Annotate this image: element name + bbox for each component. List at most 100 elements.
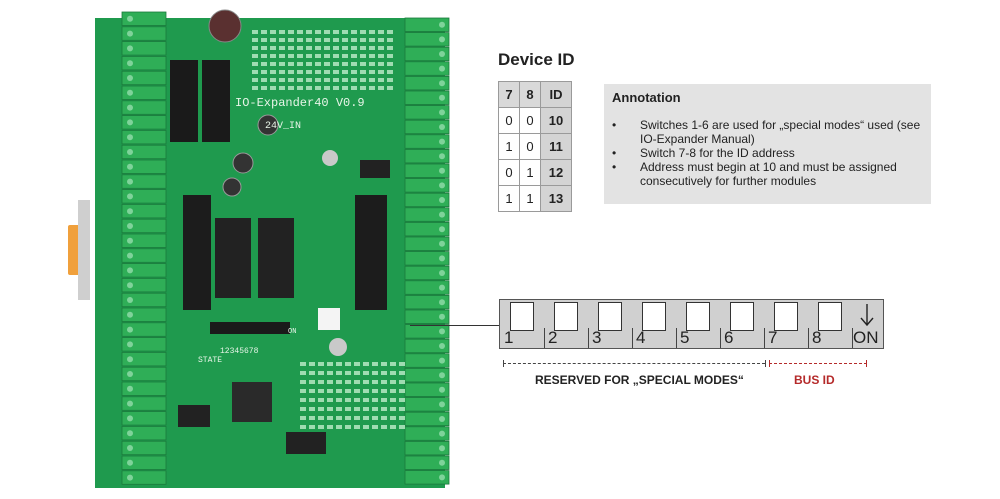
switch-number: 1 [504,328,514,347]
list-item: •Address must begin at 10 and must be as… [604,160,922,188]
terminal-screw [127,149,133,155]
resistor [378,30,384,34]
terminal-screw [439,109,445,116]
resistor [270,30,276,34]
resistor [309,398,315,402]
terminal-right [404,397,450,412]
resistor [288,30,294,34]
terminal-screw [439,138,445,145]
resistor [387,62,393,66]
terminal-screw [127,178,133,185]
terminal-screw [439,445,445,452]
resistor [306,86,312,90]
terminal-screw [127,45,133,52]
dip-switch-4: 4 [632,300,677,348]
resistor [297,70,303,74]
resistor [333,62,339,66]
resistor [288,62,294,66]
switch-number: 6 [724,328,734,347]
terminal-left [121,470,167,485]
terminal-left [121,129,167,145]
onboard-dip-switch [210,322,290,334]
annotation-text: Switches 1-6 are used for „special modes… [640,118,921,146]
resistor [318,362,324,366]
terminal-screw [439,372,445,379]
terminal-right [404,178,450,193]
terminal-screw [127,104,133,111]
terminal-left [121,248,167,263]
terminal-right [404,119,450,135]
terminal-left [121,351,167,367]
resistor [309,371,315,375]
resistor [324,86,330,90]
table-cell: 0 [498,159,520,186]
terminal-right [404,76,450,91]
terminal-left [121,233,167,248]
terminal-screw [127,15,133,22]
resistor [372,425,378,429]
ic-chip-bottom [286,432,326,454]
resistor [399,398,405,402]
resistor [261,30,267,34]
terminal-left [121,322,167,337]
resistor [363,425,369,429]
capacitor-large [208,9,242,43]
terminal-screw [127,208,133,215]
resistor [300,398,306,402]
terminal-left [121,425,167,441]
terminal-right [404,46,450,62]
terminal-screw [439,313,445,320]
terminal-left [121,189,167,204]
resistor [336,389,342,393]
terminal-right [404,455,450,470]
terminal-screw [439,343,445,349]
dip-switch-3: 3 [588,300,633,348]
terminal-screw [127,60,133,67]
terminal-left [121,292,167,308]
pin-header-left [183,195,211,310]
terminal-right [404,426,450,441]
resistor [297,30,303,34]
resistor [252,86,258,90]
terminal-right [404,192,450,208]
resistor [315,54,321,58]
resistor [327,407,333,411]
terminal-screw [439,65,445,72]
resistor [333,86,339,90]
resistor [351,30,357,34]
resistor [369,86,375,90]
resistor [327,416,333,420]
reserved-label: RESERVED FOR „SPECIAL MODES“ [535,373,744,387]
resistor [387,30,393,34]
resistor [336,398,342,402]
resistor [270,62,276,66]
resistor [333,54,339,58]
resistor [387,38,393,42]
terminal-right [404,251,450,266]
terminal-left [121,70,167,86]
left-terminal-blocks [121,11,167,485]
terminal-left [121,277,167,293]
resistor [360,70,366,74]
table-cell: 0 [498,107,520,134]
switch-number: 2 [548,328,558,347]
resistor [333,38,339,42]
resistor [300,425,306,429]
qr-code [318,308,340,330]
terminal-left [121,159,167,174]
resistor [351,86,357,90]
terminal-screw [127,459,133,466]
resistor [372,407,378,411]
terminal-screw [439,153,445,160]
resistor [354,398,360,402]
terminal-right [404,294,450,310]
resistor [300,389,306,393]
standoff-2 [329,338,347,356]
resistor [360,38,366,42]
resistor [369,38,375,42]
resistor [318,389,324,393]
terminal-right [404,134,450,149]
annotation-text: Switch 7-8 for the ID address [640,146,795,160]
pcb-illustration: IO-Expander40 V0.9 24V_IN 12345678 ON ST… [68,9,450,488]
resistor [399,380,405,384]
